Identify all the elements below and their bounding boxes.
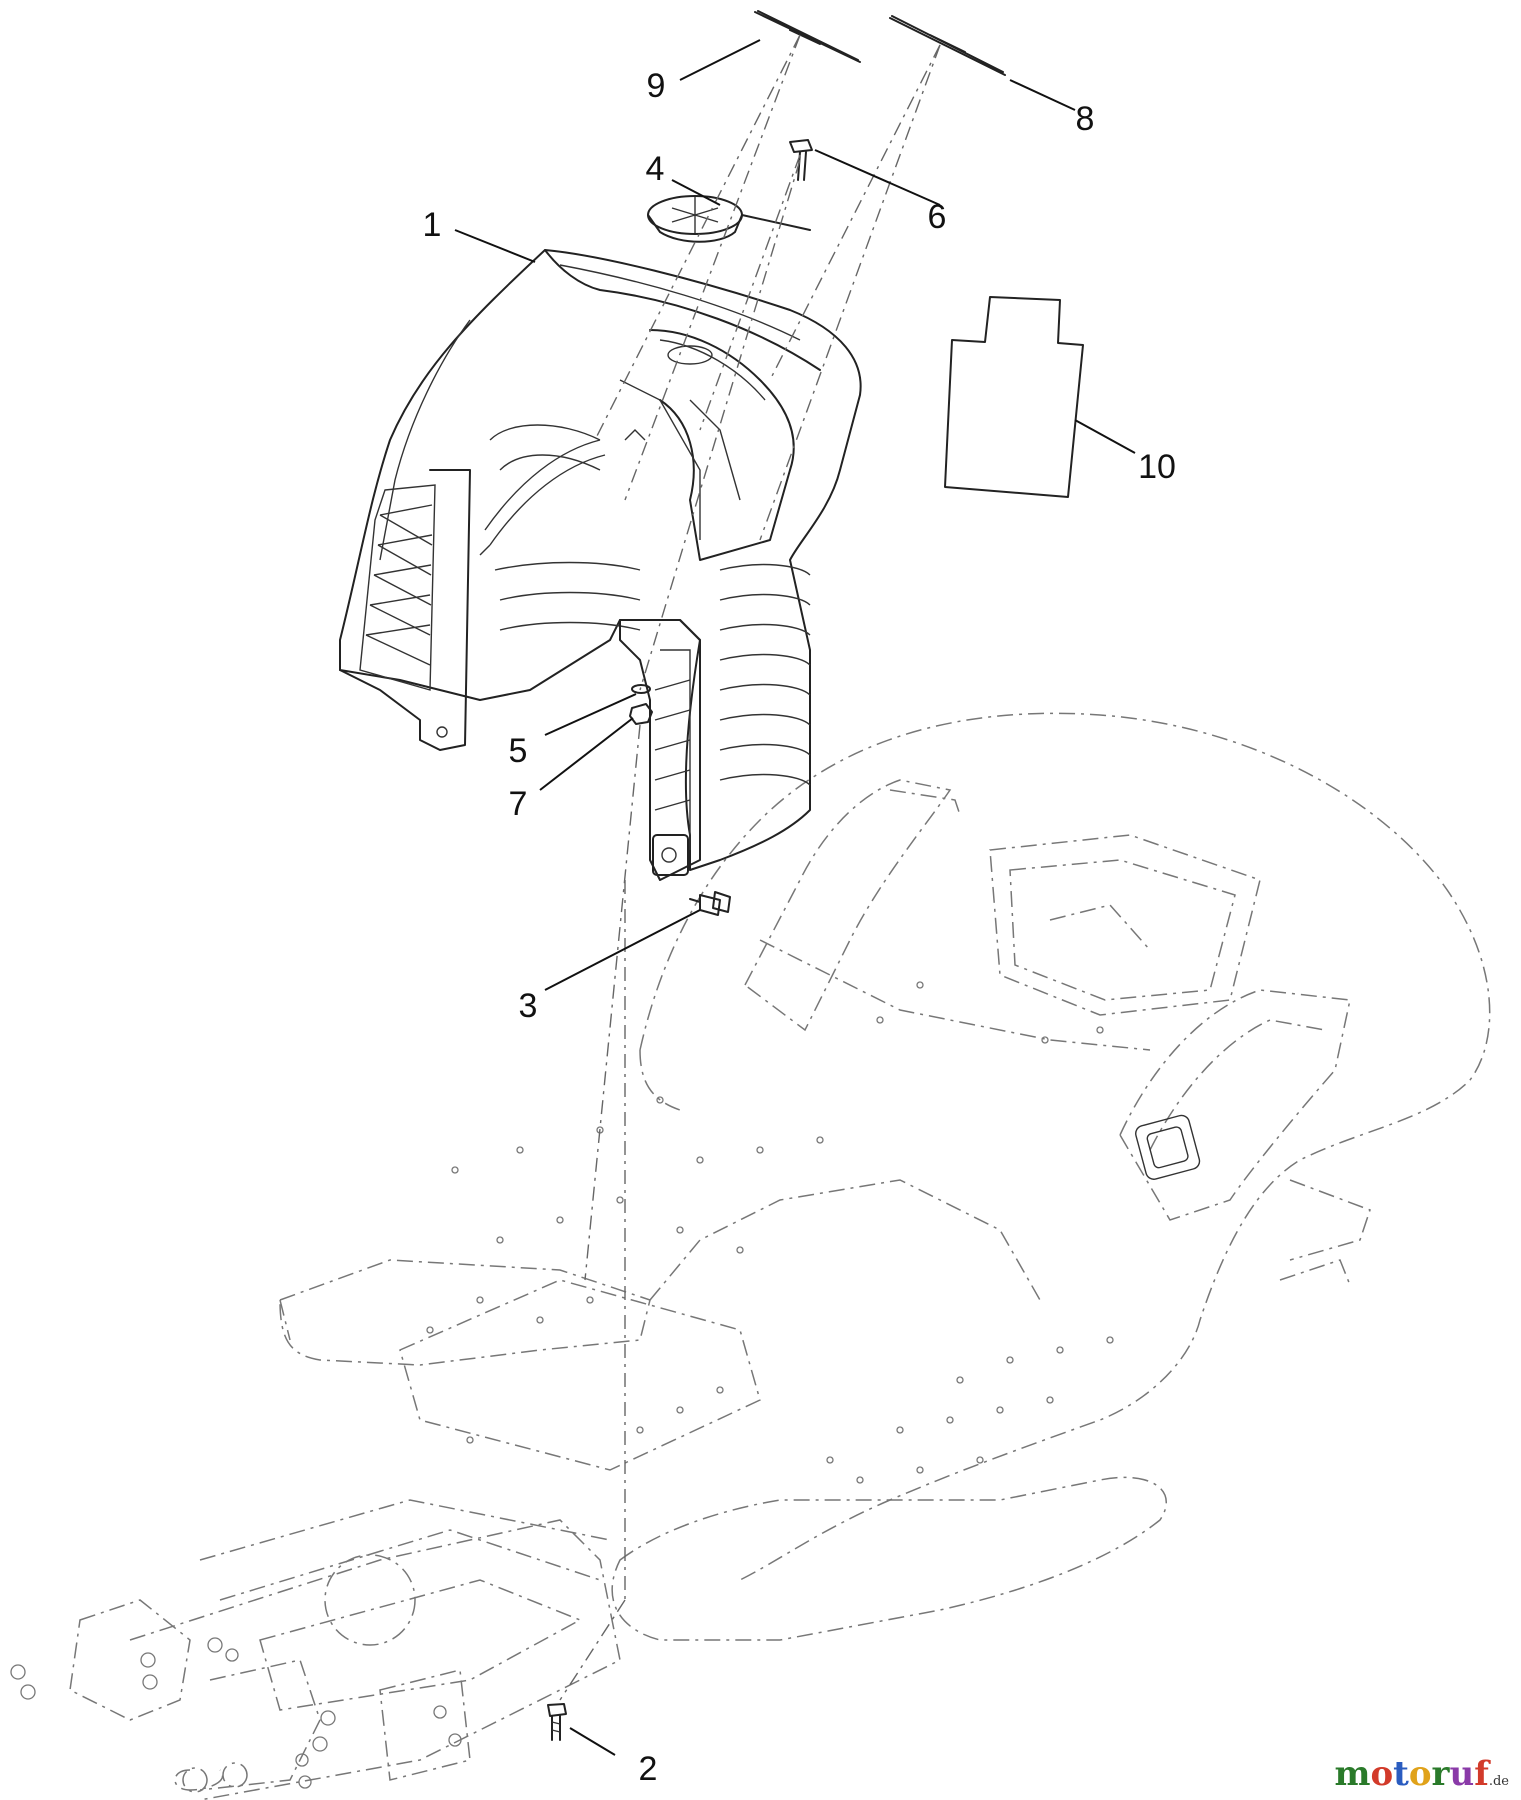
callout-4: 4 [646, 150, 665, 188]
watermark-letter: o [1408, 1754, 1432, 1794]
frame-phantom [10, 712, 1491, 1800]
callout-6: 6 [928, 198, 947, 236]
callout-leaders [454, 39, 1136, 1756]
callout-8: 8 [1076, 100, 1095, 138]
watermark-logo: motoruf.de [1334, 1754, 1509, 1794]
watermark-tld: .de [1488, 1774, 1509, 1789]
part-5-washer [631, 684, 651, 694]
assembly-centerlines [559, 34, 941, 1701]
part-7-nut [629, 703, 653, 725]
watermark-letter: u [1449, 1754, 1475, 1794]
part-10-decal [944, 296, 1084, 498]
part-9-decal [754, 10, 861, 63]
part-4-knob [647, 195, 811, 243]
callout-7: 7 [509, 785, 528, 823]
part-3-bolt [689, 891, 731, 916]
watermark-letter: r [1431, 1754, 1450, 1794]
watermark-letter: t [1393, 1754, 1409, 1794]
callout-3: 3 [519, 987, 538, 1025]
callout-2: 2 [639, 1750, 658, 1788]
callout-5: 5 [509, 732, 528, 770]
part-2-bolt [547, 1703, 567, 1741]
watermark-letter: f [1474, 1754, 1489, 1794]
callout-1: 1 [423, 206, 442, 244]
callout-9: 9 [647, 67, 666, 105]
part-1-seat-panel [339, 249, 862, 881]
callout-10: 10 [1138, 448, 1176, 486]
part-8-decal [889, 15, 1006, 76]
watermark-letter: m [1334, 1754, 1371, 1794]
watermark-letter: o [1370, 1754, 1394, 1794]
